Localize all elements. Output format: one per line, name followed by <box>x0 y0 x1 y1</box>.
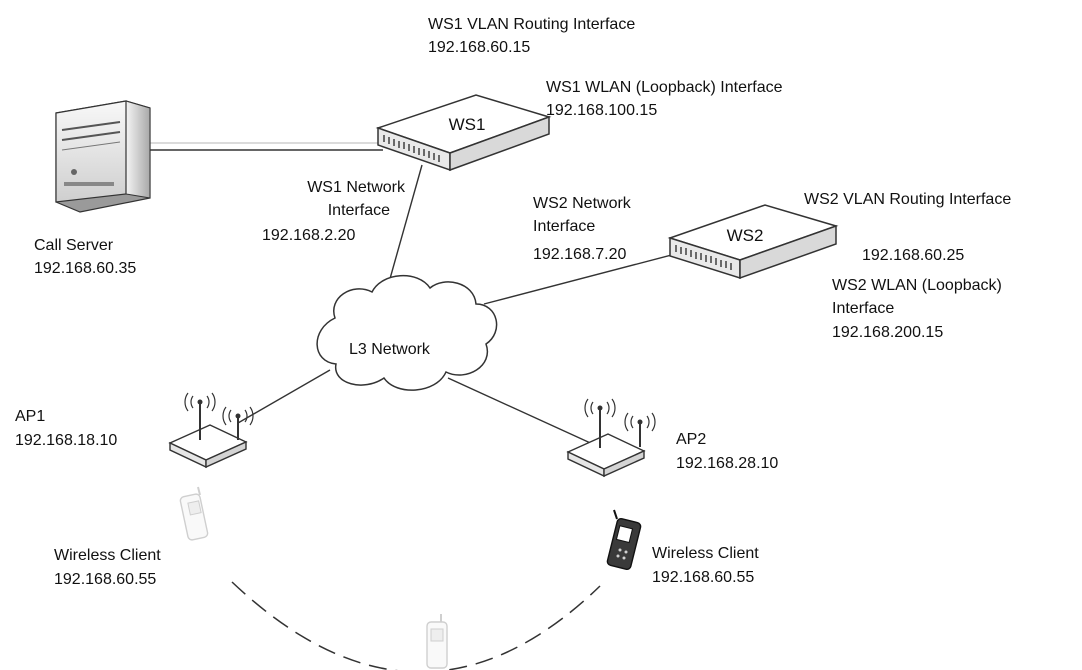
l3-network-cloud <box>316 274 498 391</box>
ws1-vlan-ip: 192.168.60.15 <box>428 39 531 56</box>
ap1-icon <box>168 392 254 469</box>
wireless-client-roaming-phone-icon <box>426 614 448 669</box>
ws2-wlan-label-line2: Interface <box>832 300 895 317</box>
ws2-switch-label: WS2 <box>727 226 764 245</box>
wireless-client-right-phone-icon <box>606 509 642 571</box>
ws2-wlan-ip: 192.168.200.15 <box>832 324 944 341</box>
ap2-icon <box>566 398 656 478</box>
ws1-network-label-line2: Interface <box>327 202 390 219</box>
ws1-switch-label: WS1 <box>449 115 486 134</box>
roaming-path <box>231 581 601 670</box>
wireless-client-right-ip: 192.168.60.55 <box>652 569 755 586</box>
call-server-ip: 192.168.60.35 <box>34 260 137 277</box>
ws1-network-ip: 192.168.2.20 <box>262 227 356 244</box>
ws1-wlan-label: WS1 WLAN (Loopback) Interface <box>546 79 783 96</box>
link-cloud-ap1 <box>237 369 331 424</box>
ws2-wlan-label-line1: WS2 WLAN (Loopback) <box>832 277 1002 294</box>
wireless-client-left-phone-icon <box>179 486 209 541</box>
call-server-icon <box>55 100 151 213</box>
ws2-vlan-ip: 192.168.60.25 <box>862 247 965 264</box>
ap1-name: AP1 <box>15 408 46 425</box>
ws2-switch-icon: WS2 <box>667 204 839 280</box>
wireless-client-left-ip: 192.168.60.55 <box>54 571 157 588</box>
ws2-network-ip: 192.168.7.20 <box>533 246 627 263</box>
ap1-ip: 192.168.18.10 <box>15 432 118 449</box>
ws1-vlan-label: WS1 VLAN Routing Interface <box>428 16 636 33</box>
wireless-client-right-label: Wireless Client <box>652 545 759 562</box>
wireless-client-left-label: Wireless Client <box>54 547 161 564</box>
ws2-network-label-line2: Interface <box>533 218 596 235</box>
ws1-wlan-ip: 192.168.100.15 <box>546 102 658 119</box>
ws1-network-label-line1: WS1 Network <box>307 179 405 196</box>
ws2-network-label-line1: WS2 Network <box>533 195 631 212</box>
call-server-label: Call Server <box>34 237 114 254</box>
ws1-switch-icon: WS1 <box>375 94 552 172</box>
link-ws2-cloud <box>483 251 684 305</box>
l3-network-label: L3 Network <box>349 341 430 358</box>
links <box>150 142 684 447</box>
ap2-ip: 192.168.28.10 <box>676 455 779 472</box>
ws2-vlan-label: WS2 VLAN Routing Interface <box>804 191 1012 208</box>
link-cloud-ap2 <box>447 377 598 447</box>
ap2-name: AP2 <box>676 431 707 448</box>
